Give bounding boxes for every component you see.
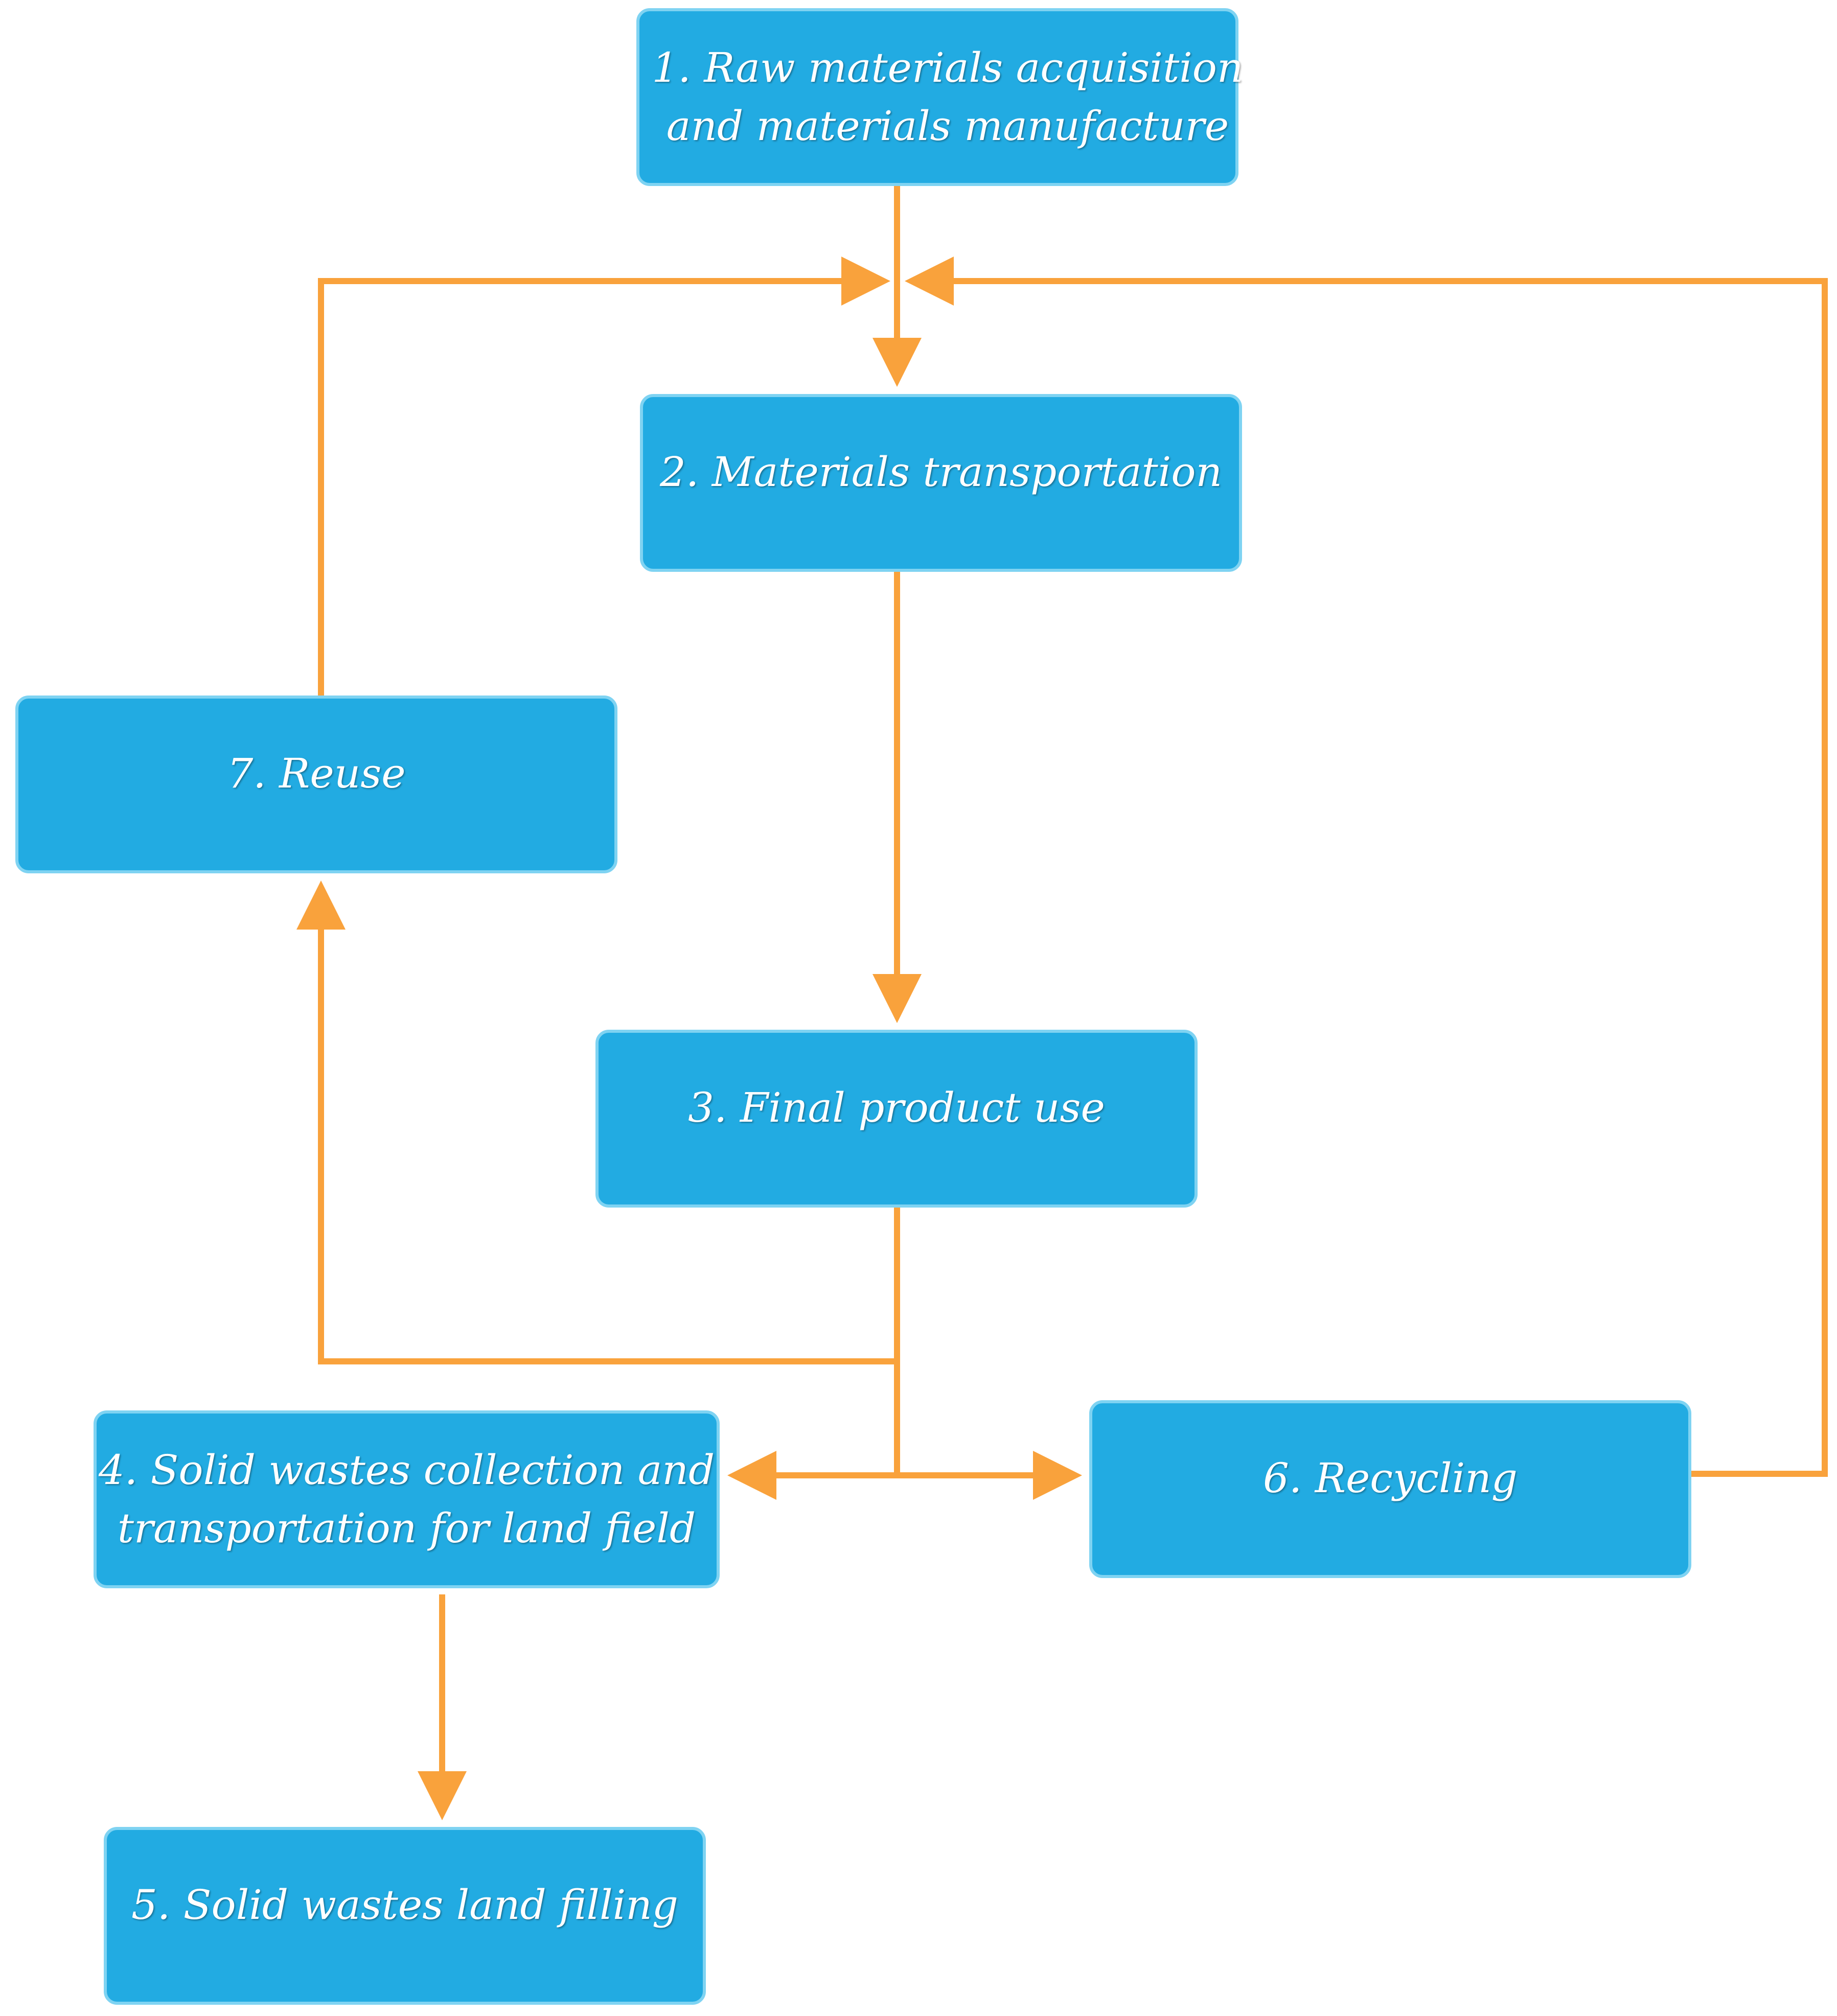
node-land-filling-label: 5. Solid wastes land filling — [131, 1881, 679, 1929]
node-final-use: 3. Final product use — [595, 1030, 1198, 1208]
edge-recycling-to-transportation — [905, 257, 1828, 1477]
node-land-filling: 5. Solid wastes land filling — [104, 1827, 706, 2005]
node-recycling-label: 6. Recycling — [1262, 1454, 1518, 1502]
edge-reuse-to-transportation — [318, 257, 890, 696]
node-reuse: 7. Reuse — [15, 696, 617, 873]
node-transportation-label: 2. Materials transportation — [660, 448, 1222, 496]
node-raw-materials-line-1: 1. Raw materials acquisition — [652, 44, 1244, 91]
node-transportation: 2. Materials transportation — [640, 394, 1242, 572]
node-reuse-label: 7. Reuse — [227, 750, 406, 797]
node-waste-collection-line-1: 4. Solid wastes collection and — [98, 1446, 715, 1494]
node-final-use-label: 3. Final product use — [688, 1084, 1105, 1131]
edge-final-use-to-reuse — [296, 880, 897, 1364]
node-raw-materials: 1. Raw materials acquisition and materia… — [636, 8, 1243, 186]
node-waste-collection: 4. Solid wastes collection and transport… — [94, 1410, 720, 1588]
node-waste-collection-line-2: transportation for land field — [117, 1504, 696, 1552]
node-recycling: 6. Recycling — [1089, 1400, 1691, 1578]
node-raw-materials-line-2: and materials manufacture — [666, 102, 1229, 150]
